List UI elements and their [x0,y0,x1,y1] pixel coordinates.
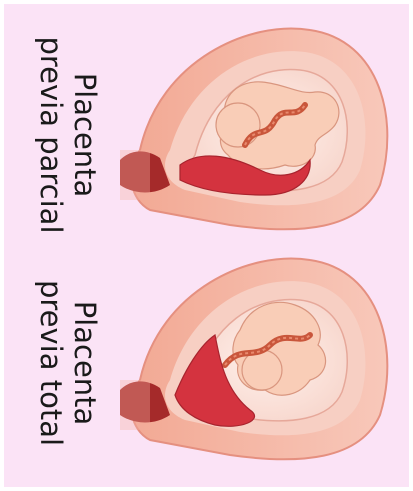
label-total-line2: previa total [34,280,68,446]
uterus-partial [120,29,387,230]
label-total-line1: Placenta [68,301,102,426]
label-placenta-previa-parcial: Placenta previa parcial [28,20,108,250]
uterus-total [120,259,387,460]
label-partial-line2: previa parcial [34,36,68,233]
label-placenta-previa-total: Placenta previa total [28,248,108,478]
label-partial-line1: Placenta [68,73,102,198]
